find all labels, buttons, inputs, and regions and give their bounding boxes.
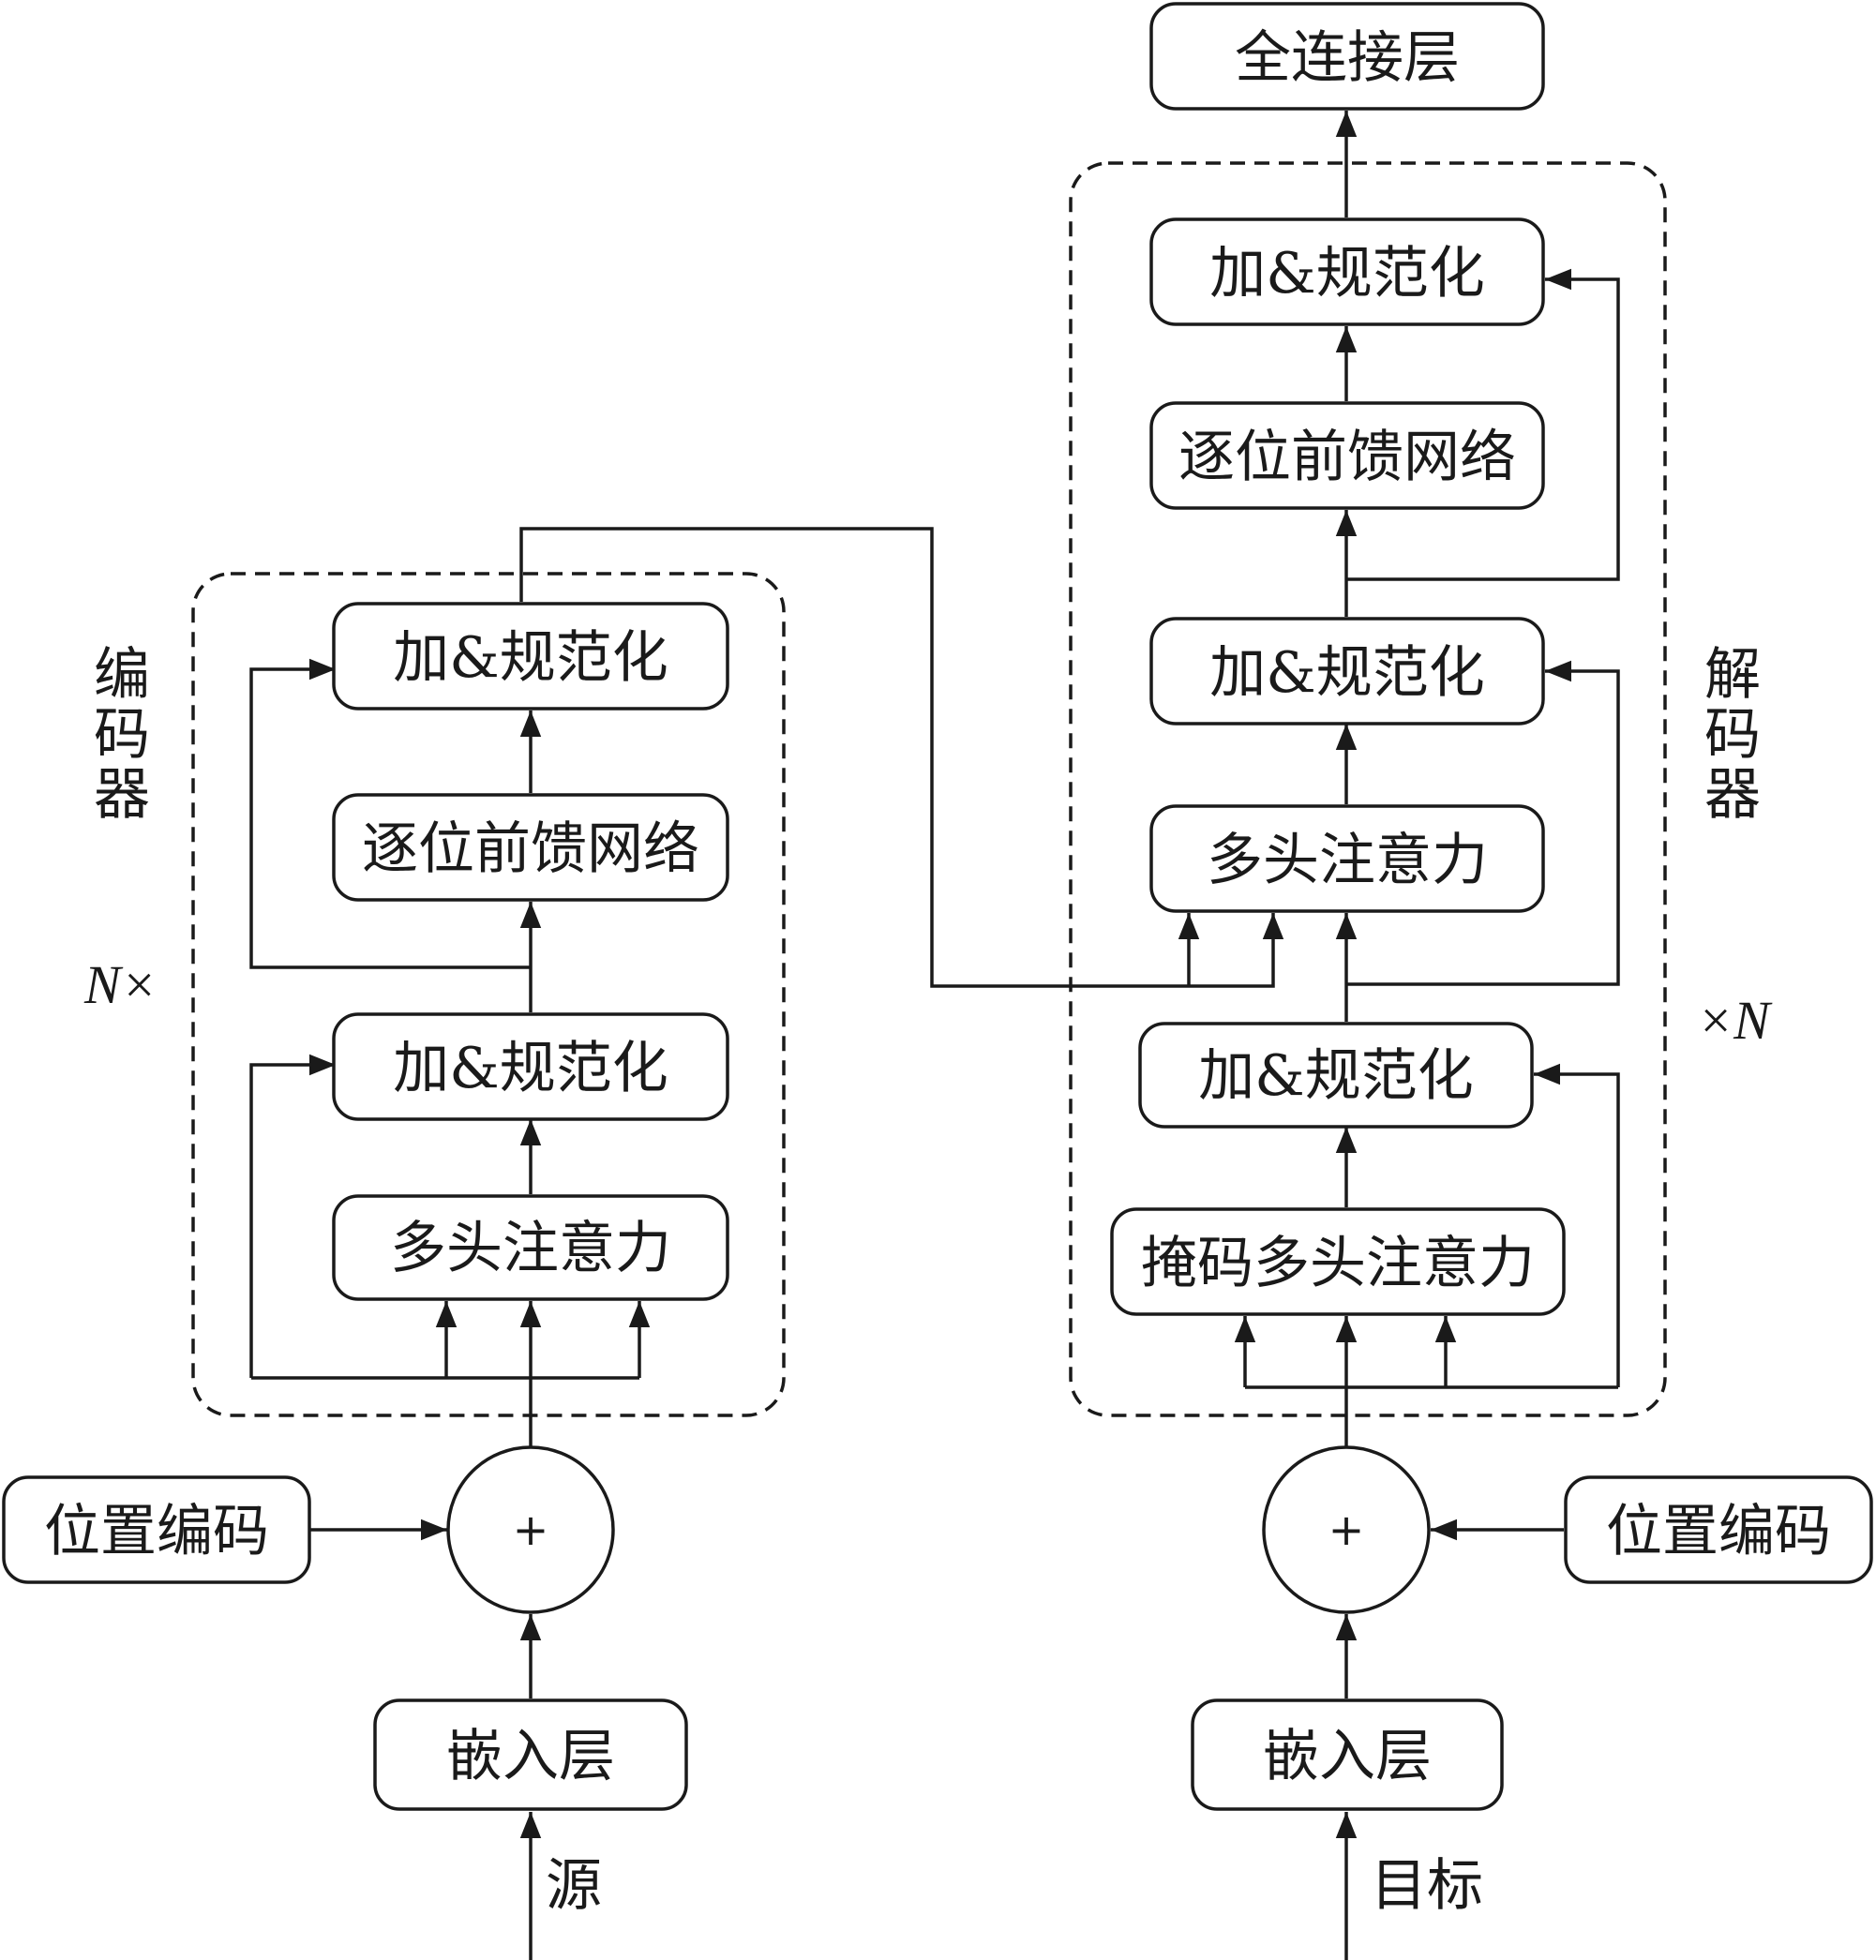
encoder-mha-label: 多头注意力 [390, 1216, 671, 1281]
decoder-add-norm-mid-label: 加&规范化 [1209, 640, 1484, 706]
decoder-ffn: 逐位前馈网络 [1149, 401, 1545, 510]
encoder-add-symbol: + [513, 1504, 549, 1555]
decoder-mha-label: 多头注意力 [1207, 828, 1488, 893]
encoder-side-char-2: 码 [94, 702, 150, 768]
encoder-stack-frame [191, 572, 786, 1417]
decoder-pos-encoding-label: 位置编码 [1606, 1499, 1831, 1564]
encoder-connectors [249, 527, 1284, 1960]
decoder-embedding-label: 嵌入层 [1263, 1724, 1432, 1789]
encoder-side-char-1: 编 [94, 642, 150, 708]
decoder-add-norm-top: 加&规范化 [1149, 217, 1545, 326]
decoder-input-label: 目标 [1371, 1853, 1483, 1919]
encoder-add-norm-bottom: 加&规范化 [332, 1012, 729, 1121]
encoder-multi-head-attention: 多头注意力 [332, 1194, 729, 1301]
encoder-pos-encoding-label: 位置编码 [44, 1499, 269, 1564]
encoder-positional-encoding: 位置编码 [2, 1475, 311, 1584]
encoder-add-norm-bottom-label: 加&规范化 [393, 1036, 668, 1101]
decoder-side-char-3: 器 [1704, 762, 1761, 828]
decoder-ffn-label: 逐位前馈网络 [1178, 425, 1516, 490]
decoder-side-char-1: 解 [1704, 642, 1761, 708]
decoder-add-symbol: + [1328, 1504, 1365, 1555]
encoder-embedding: 嵌入层 [373, 1698, 688, 1811]
encoder-embedding-label: 嵌入层 [446, 1724, 615, 1789]
decoder-connectors [1234, 111, 1620, 1960]
decoder-add-circle: + [1262, 1445, 1431, 1614]
encoder-input-label: 源 [546, 1853, 602, 1919]
decoder-embedding: 嵌入层 [1191, 1698, 1504, 1811]
encoder-ffn: 逐位前馈网络 [332, 793, 729, 902]
decoder-side-char-2: 码 [1704, 702, 1761, 768]
decoder-output-layer-label: 全连接层 [1235, 25, 1460, 91]
decoder-stack-frame [1069, 161, 1667, 1417]
encoder-ffn-label: 逐位前馈网络 [362, 816, 699, 882]
decoder-positional-encoding: 位置编码 [1564, 1475, 1873, 1584]
decoder-add-norm-mid: 加&规范化 [1149, 617, 1545, 726]
encoder-add-norm-top-label: 加&规范化 [393, 625, 668, 691]
decoder-repeat-label: ×N [1697, 990, 1773, 1051]
decoder-add-norm-top-label: 加&规范化 [1209, 241, 1484, 307]
encoder-add-circle: + [446, 1445, 615, 1614]
decoder-masked-multi-head-attention: 掩码多头注意力 [1110, 1207, 1566, 1316]
encoder-add-norm-top: 加&规范化 [332, 602, 729, 711]
encoder-side-char-3: 器 [94, 762, 150, 828]
decoder-add-norm-bottom: 加&规范化 [1138, 1022, 1534, 1129]
decoder-output-layer: 全连接层 [1149, 2, 1545, 111]
decoder-add-norm-bottom-label: 加&规范化 [1198, 1043, 1473, 1109]
decoder-multi-head-attention: 多头注意力 [1149, 804, 1545, 913]
decoder-masked-mha-label: 掩码多头注意力 [1141, 1231, 1535, 1296]
encoder-repeat-label: N× [83, 954, 158, 1015]
